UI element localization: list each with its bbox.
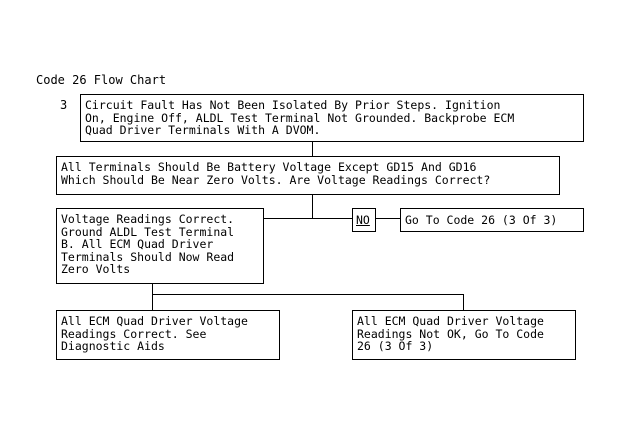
result-not-ok-box: All ECM Quad Driver Voltage Readings Not…	[352, 310, 576, 360]
connector-horizontal-branch	[264, 218, 352, 219]
no-edge-label-text: NO	[356, 213, 370, 227]
connector-to-result-not-ok	[463, 294, 464, 310]
result-ok-box: All ECM Quad Driver Voltage Readings Cor…	[56, 310, 280, 360]
connector-to-result-ok	[152, 294, 153, 310]
no-edge-label: NO	[352, 208, 376, 232]
no-action-box: Go To Code 26 (3 Of 3)	[400, 208, 584, 232]
yes-action-box: Voltage Readings Correct. Ground ALDL Te…	[56, 208, 264, 284]
step-number: 3	[60, 98, 68, 112]
voltage-question-box: All Terminals Should Be Battery Voltage …	[56, 156, 560, 195]
flowchart-title: Code 26 Flow Chart	[36, 73, 167, 87]
connector-question-down	[312, 195, 313, 219]
connector-yes-down	[152, 284, 153, 294]
connector-no-to-action	[376, 218, 400, 219]
connector-step3-to-question	[312, 142, 313, 156]
step3-instruction-box: Circuit Fault Has Not Been Isolated By P…	[80, 94, 584, 142]
connector-split-horizontal	[152, 294, 464, 295]
